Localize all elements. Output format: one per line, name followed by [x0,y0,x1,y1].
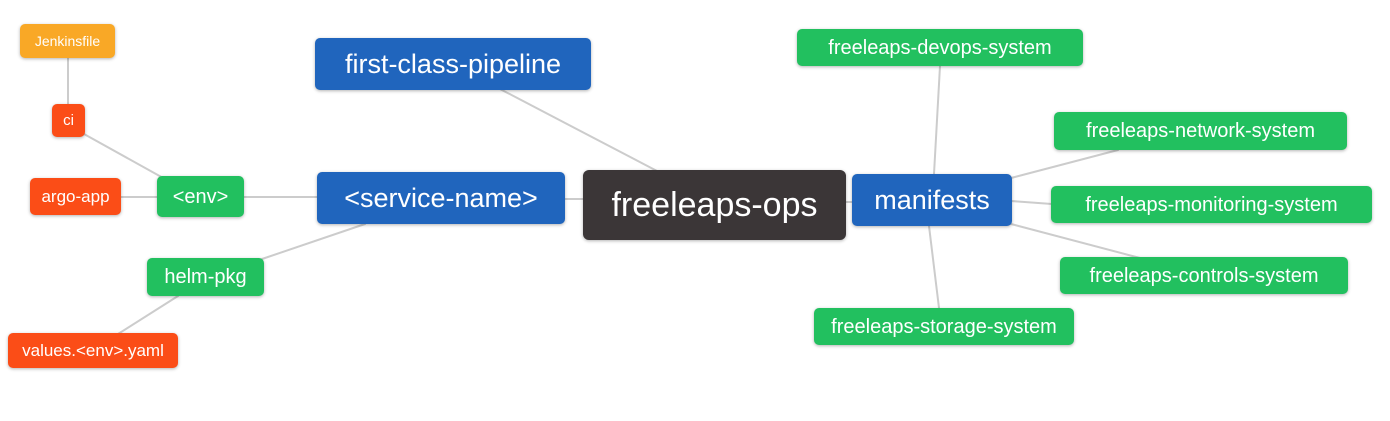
node-freeleaps-network-system[interactable]: freeleaps-network-system [1054,112,1347,150]
edge-manifests-storage [928,225,940,309]
node-helm-pkg[interactable]: helm-pkg [147,258,264,296]
node-values-env-yaml[interactable]: values.<env>.yaml [8,333,178,368]
node-freeleaps-controls-system[interactable]: freeleaps-controls-system [1060,257,1348,294]
edge-ci-env [83,133,166,180]
node-ci[interactable]: ci [52,104,85,137]
edge-manifests-monitoring [1010,200,1053,205]
edge-manifests-controls [1010,223,1141,259]
edge-servicename-helmpkg [261,223,366,260]
edge-pipeline-ops [499,88,658,172]
node-env[interactable]: <env> [157,176,244,217]
node-service-name[interactable]: <service-name> [317,172,565,224]
edge-helmpkg-values [117,295,179,335]
node-manifests[interactable]: manifests [852,174,1012,226]
edge-manifests-devops [933,65,941,175]
node-freeleaps-ops[interactable]: freeleaps-ops [583,170,846,240]
node-argo-app[interactable]: argo-app [30,178,121,215]
node-freeleaps-devops-system[interactable]: freeleaps-devops-system [797,29,1083,66]
node-freeleaps-storage-system[interactable]: freeleaps-storage-system [814,308,1074,345]
node-freeleaps-monitoring-system[interactable]: freeleaps-monitoring-system [1051,186,1372,223]
edge-manifests-network [1010,149,1119,179]
node-first-class-pipeline[interactable]: first-class-pipeline [315,38,591,90]
node-jenkinsfile[interactable]: Jenkinsfile [20,24,115,58]
